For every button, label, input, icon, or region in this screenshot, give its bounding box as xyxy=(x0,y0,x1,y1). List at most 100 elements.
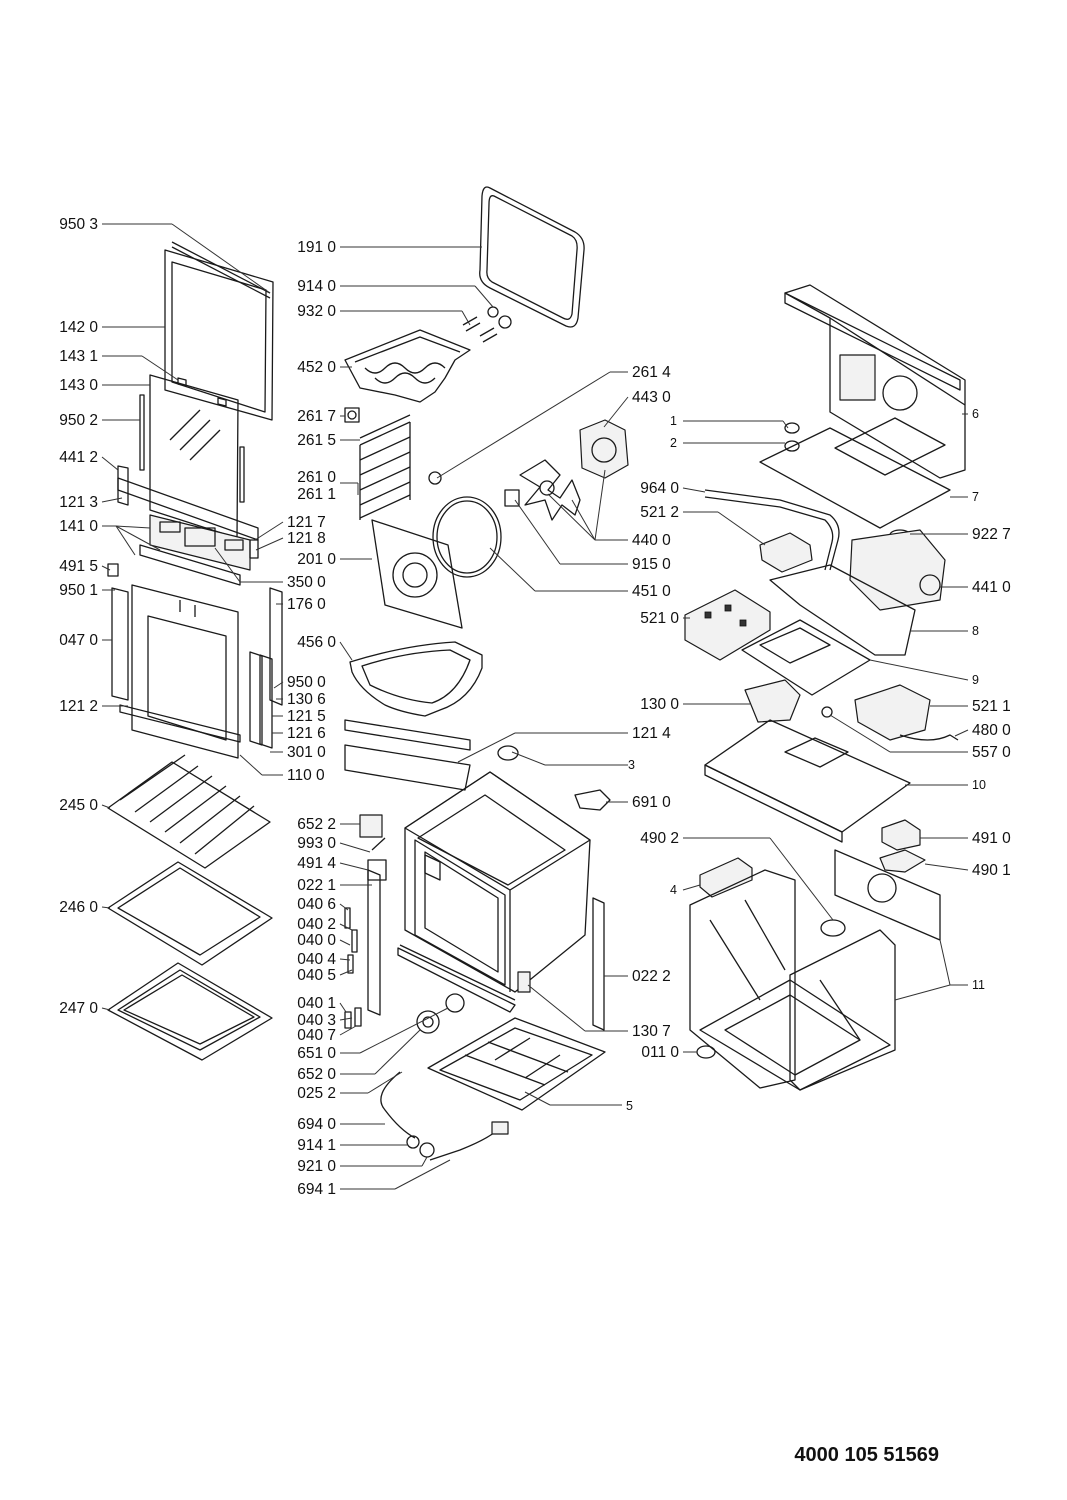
nut xyxy=(419,1142,435,1158)
callout-521-0: 521 0 xyxy=(640,610,679,627)
bottom-cover xyxy=(427,1017,606,1111)
door-hinge-part xyxy=(107,563,119,577)
callout-040-6: 040 6 xyxy=(297,896,336,913)
callout-4: 4 xyxy=(670,883,677,897)
door-switch xyxy=(517,971,531,993)
callout-3: 3 xyxy=(628,758,635,772)
callout-950-2: 950 2 xyxy=(59,412,98,429)
bottom-element xyxy=(349,641,483,717)
callout-040-5: 040 5 xyxy=(297,967,336,984)
hinge-component xyxy=(359,814,383,838)
motor-spacer xyxy=(504,489,520,507)
top-plate xyxy=(759,427,951,529)
terminal-block xyxy=(744,679,801,723)
callout-011-0: 011 0 xyxy=(641,1044,679,1061)
lower-trim xyxy=(344,744,471,791)
callout-025-2: 025 2 xyxy=(297,1085,336,1102)
callout-521-1: 521 1 xyxy=(972,698,1011,715)
ring-element xyxy=(432,496,502,578)
callout-247-0: 247 0 xyxy=(59,1000,98,1017)
callout-694-0: 694 0 xyxy=(297,1116,336,1133)
callout-652-0: 652 0 xyxy=(297,1066,336,1083)
callout-521-2: 521 2 xyxy=(640,504,679,521)
callout-993-0: 993 0 xyxy=(297,835,336,852)
outer-door-glass xyxy=(164,249,274,421)
callouts-right: 6 1 2 7 964 0 922 7 521 2 441 0 521 0 8 … xyxy=(640,407,1011,1061)
door-seal-strip xyxy=(171,241,271,294)
callout-491-5: 491 5 xyxy=(59,558,98,575)
callouts-left: 950 3 142 0 143 1 143 0 950 2 441 2 121 … xyxy=(59,216,98,1017)
oven-cavity xyxy=(344,719,611,1161)
callout-261-0: 261 0 xyxy=(297,469,336,486)
switch-box xyxy=(759,532,813,573)
knob-shaft xyxy=(445,993,465,1013)
door-gasket xyxy=(479,186,585,328)
control-knob xyxy=(416,1010,440,1034)
callout-921-0: 921 0 xyxy=(297,1158,336,1175)
back-panel xyxy=(784,284,966,479)
fan-blade xyxy=(519,459,581,521)
callout-130-7: 130 7 xyxy=(632,1023,671,1040)
callout-176-0: 176 0 xyxy=(287,596,326,613)
callout-922-7: 922 7 xyxy=(972,526,1011,543)
thermostat-knob xyxy=(497,745,519,761)
door-assembly xyxy=(107,241,283,759)
callout-121-2: 121 2 xyxy=(59,698,98,715)
fan-motor xyxy=(579,419,629,479)
callout-652-2: 652 2 xyxy=(297,816,336,833)
deep-tray xyxy=(107,962,273,1061)
side-runner-right xyxy=(592,897,605,1031)
callout-022-1: 022 1 xyxy=(297,877,336,894)
electronic-board xyxy=(684,589,771,661)
callout-691-0: 691 0 xyxy=(632,794,671,811)
callout-490-2: 490 2 xyxy=(640,830,679,847)
callout-040-1: 040 1 xyxy=(297,995,336,1012)
callout-130-6: 130 6 xyxy=(287,691,326,708)
lamp-cover xyxy=(428,471,442,485)
callout-451-0: 451 0 xyxy=(632,583,671,600)
callouts-center-left: 191 0 914 0 932 0 452 0 261 7 261 5 261 … xyxy=(297,239,336,1198)
callout-480-0: 480 0 xyxy=(972,722,1011,739)
callout-452-0: 452 0 xyxy=(297,359,336,376)
callout-441-2: 441 2 xyxy=(59,449,98,466)
callout-491-4: 491 4 xyxy=(297,855,336,872)
side-rack xyxy=(359,422,411,520)
document-number: 4000 105 51569 xyxy=(794,1444,939,1466)
callout-121-6: 121 6 xyxy=(287,725,326,742)
callout-490-1: 490 1 xyxy=(972,862,1011,879)
callout-964-0: 964 0 xyxy=(640,480,679,497)
callout-121-3: 121 3 xyxy=(59,494,98,511)
callout-143-1: 143 1 xyxy=(59,348,98,365)
callout-11: 11 xyxy=(972,978,985,992)
callout-456-0: 456 0 xyxy=(297,634,336,651)
callout-201-0: 201 0 xyxy=(297,551,336,568)
side-runner-left xyxy=(367,869,381,1016)
leader-lines xyxy=(101,223,969,1190)
callout-8: 8 xyxy=(972,624,979,638)
callout-261-4: 261 4 xyxy=(632,364,671,381)
callout-441-0: 441 0 xyxy=(972,579,1011,596)
fan-shroud xyxy=(820,919,846,937)
callout-040-4: 040 4 xyxy=(297,951,336,968)
callout-261-7: 261 7 xyxy=(297,408,336,425)
callout-047-0: 047 0 xyxy=(59,632,98,649)
lamp-wire xyxy=(899,734,959,741)
probe-cable xyxy=(380,1071,416,1139)
callout-301-0: 301 0 xyxy=(287,744,326,761)
callout-261-1: 261 1 xyxy=(297,486,336,503)
tube-part xyxy=(574,789,611,811)
callout-694-1: 694 1 xyxy=(297,1181,336,1198)
cavity-upper-parts xyxy=(344,186,629,717)
callout-121-4: 121 4 xyxy=(632,725,671,742)
callout-491-0: 491 0 xyxy=(972,830,1011,847)
plug-connector xyxy=(879,849,926,873)
callout-245-0: 245 0 xyxy=(59,797,98,814)
callout-121-7: 121 7 xyxy=(287,514,326,531)
callout-914-0: 914 0 xyxy=(297,278,336,295)
callout-557-0: 557 0 xyxy=(972,744,1011,761)
outer-frame-left xyxy=(689,869,796,1089)
callout-5: 5 xyxy=(626,1099,633,1113)
wire-shelf xyxy=(107,761,271,869)
fan-back-panel xyxy=(371,519,463,629)
